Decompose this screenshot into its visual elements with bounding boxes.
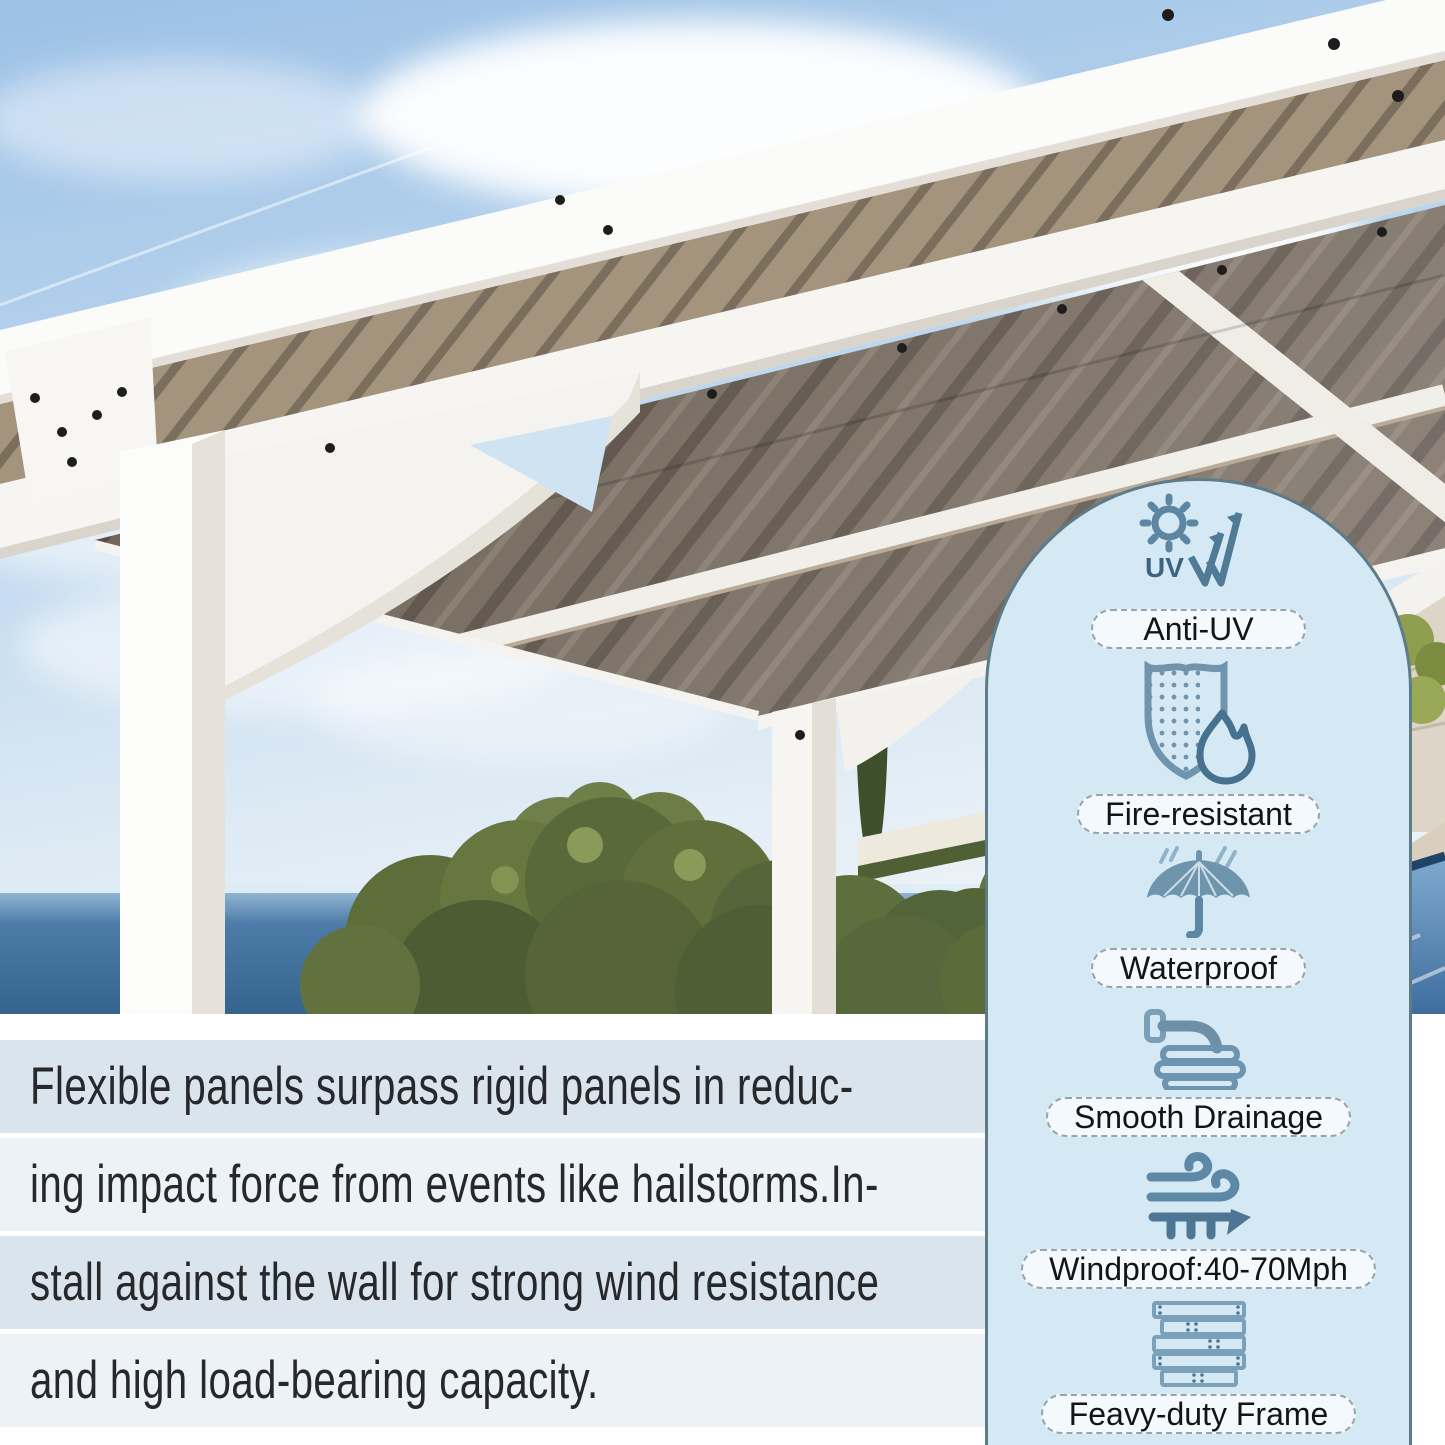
windproof-icon — [1146, 1152, 1251, 1240]
caption-line-4: and high load-bearing capacity. — [30, 1351, 599, 1410]
feature-label: Anti-UV — [1143, 610, 1254, 647]
fascia — [0, 0, 1445, 404]
heavy-duty-frame-icon — [1151, 1301, 1246, 1387]
feature-label: Waterproof — [1119, 949, 1278, 986]
feature-label: Smooth Drainage — [1073, 1098, 1324, 1135]
pergola-structure — [120, 372, 985, 1014]
feature-pill-anti-uv: Anti-UV — [1091, 609, 1306, 649]
anti-uv-icon: UV — [1139, 493, 1242, 587]
feature-pill-windproof: Windproof:40-70Mph — [1021, 1249, 1376, 1289]
feature-panel: UV Anti-UV — [985, 478, 1412, 1445]
bracket-hole — [470, 416, 612, 512]
caption-line-1: Flexible panels surpass rigid panels in … — [30, 1057, 854, 1116]
waterproof-icon — [1146, 846, 1250, 938]
bracket-right — [836, 668, 985, 772]
feature-pill-heavy-duty-frame: Feavy-duty Frame — [1040, 1394, 1357, 1434]
caption-line-2: ing impact force from events like hailst… — [30, 1155, 879, 1214]
feature-label: Fire-resistant — [1105, 795, 1292, 832]
hedge-row — [858, 836, 1005, 882]
feature-label: Feavy-duty Frame — [1068, 1395, 1329, 1432]
fire-resistant-icon — [1144, 660, 1255, 785]
white-building — [858, 808, 1005, 866]
feature-pill-smooth-drainage: Smooth Drainage — [1045, 1097, 1352, 1137]
feature-pill-waterproof: Waterproof — [1091, 948, 1306, 988]
gutter-end-cap — [5, 317, 158, 505]
feature-label: Windproof:40-70Mph — [1049, 1250, 1348, 1287]
soffit-strip — [0, 60, 1445, 484]
caption-line-3: stall against the wall for strong wind r… — [30, 1253, 880, 1312]
smooth-drainage-icon — [1143, 1009, 1246, 1090]
feature-pill-fire-resistant: Fire-resistant — [1077, 794, 1320, 834]
svg-text:UV: UV — [1145, 552, 1184, 583]
